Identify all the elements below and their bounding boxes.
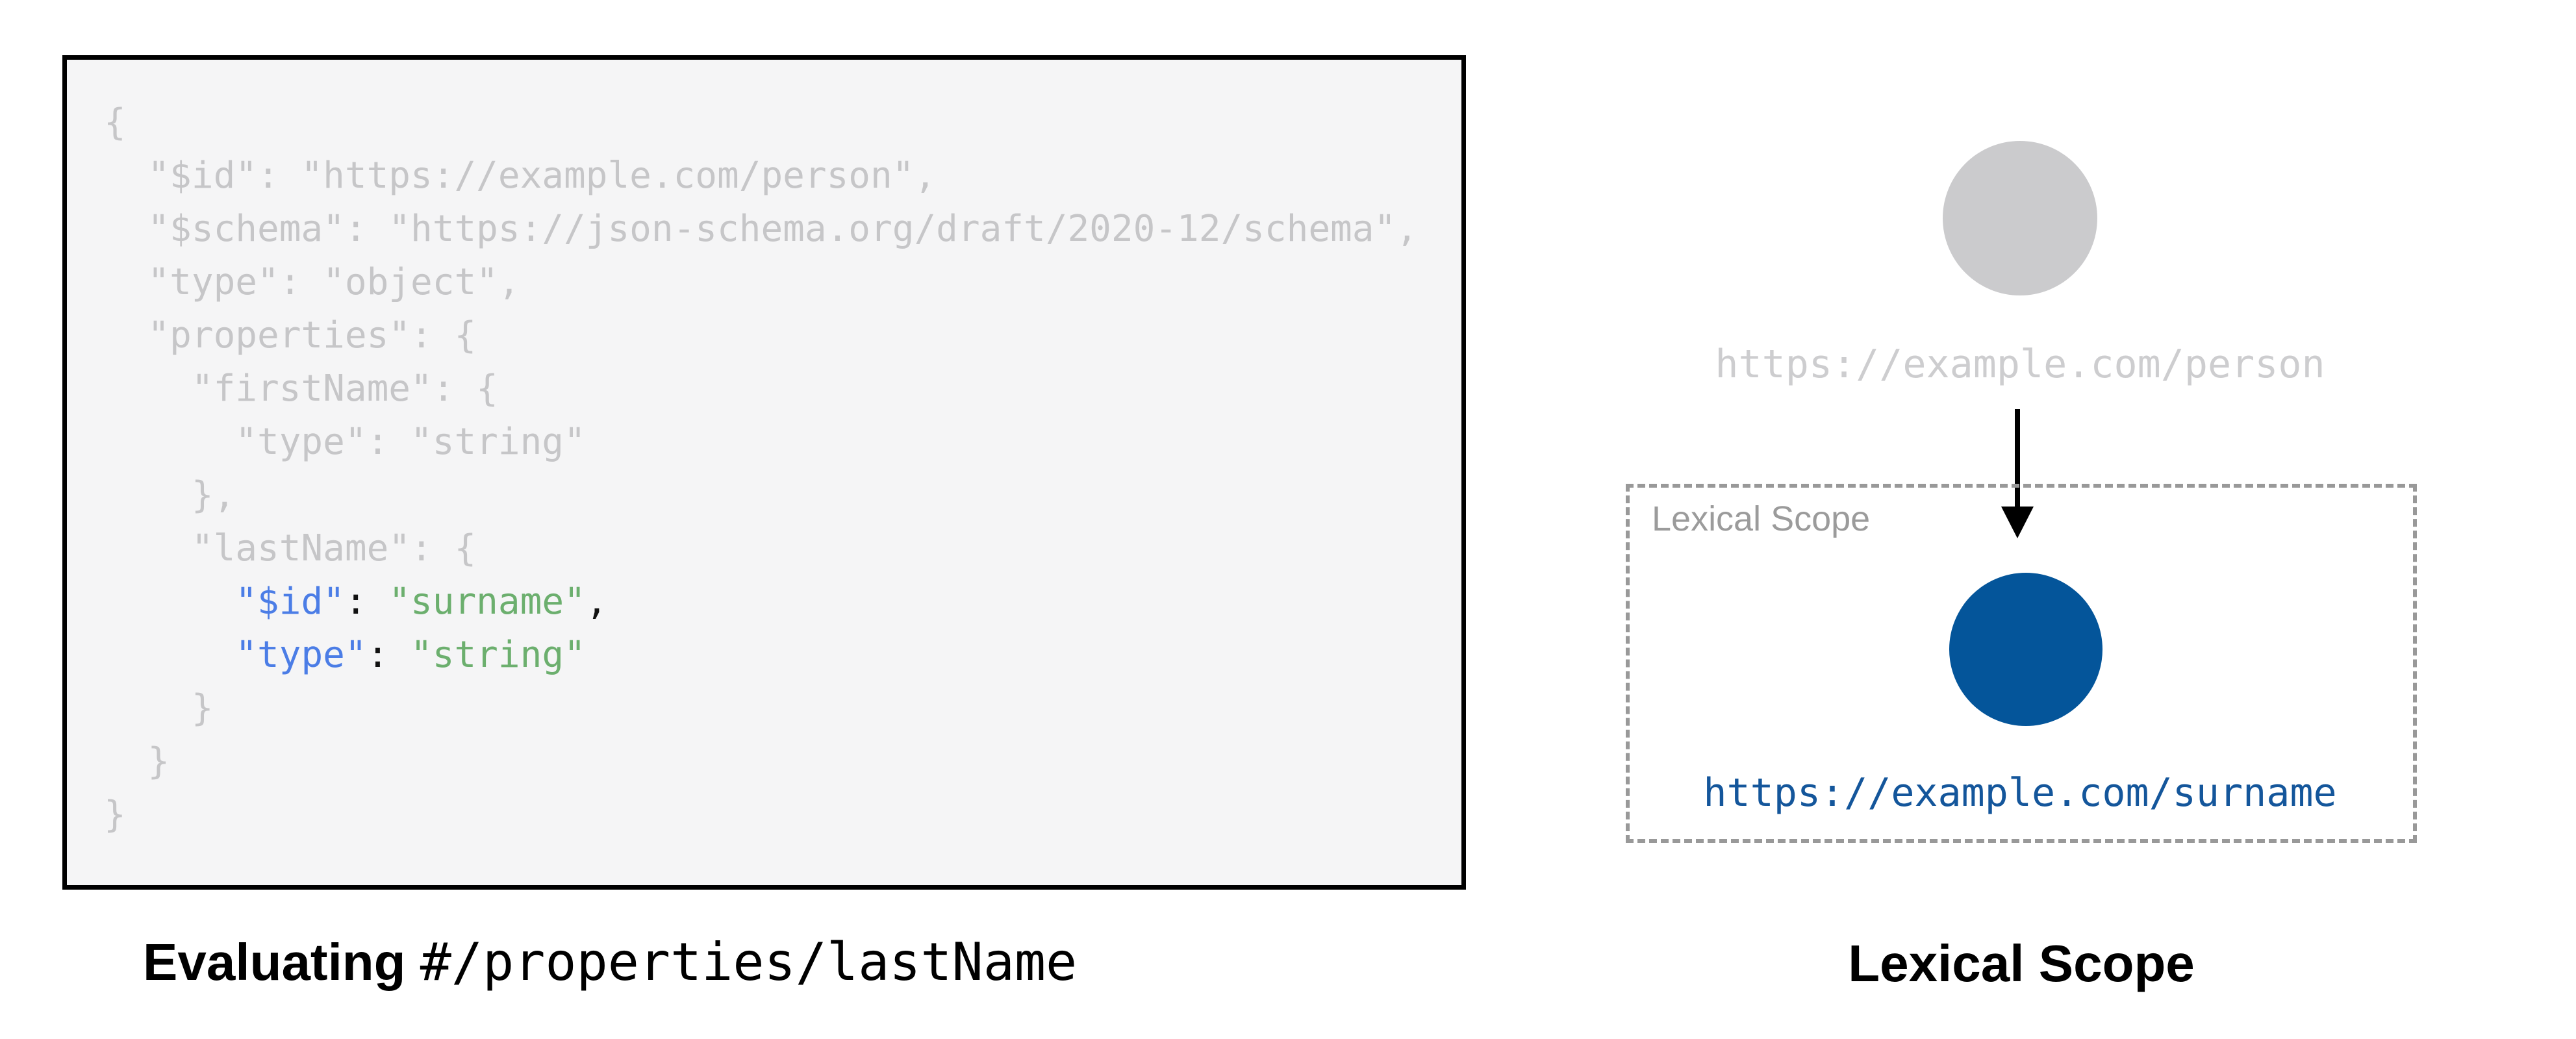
left-figure-caption: Evaluating #/properties/lastName (143, 934, 1077, 991)
down-arrow-icon (2001, 409, 2034, 538)
caption-json-pointer: #/properties/lastName (420, 932, 1078, 992)
right-figure-caption: Lexical Scope (1848, 934, 2195, 992)
lexical-scope-box-label: Lexical Scope (1652, 499, 1871, 538)
caption-evaluating-label: Evaluating (143, 933, 406, 991)
code-text: { "$id": "https://example.com/person", "… (104, 101, 1418, 836)
lexical-scope-box (1626, 484, 2417, 843)
surname-schema-node (1949, 573, 2102, 726)
json-schema-code-block: { "$id": "https://example.com/person", "… (62, 55, 1466, 890)
person-schema-node (1943, 141, 2097, 295)
surname-uri-label: https://example.com/surname (1703, 770, 2337, 816)
person-uri-label: https://example.com/person (1715, 342, 2325, 387)
